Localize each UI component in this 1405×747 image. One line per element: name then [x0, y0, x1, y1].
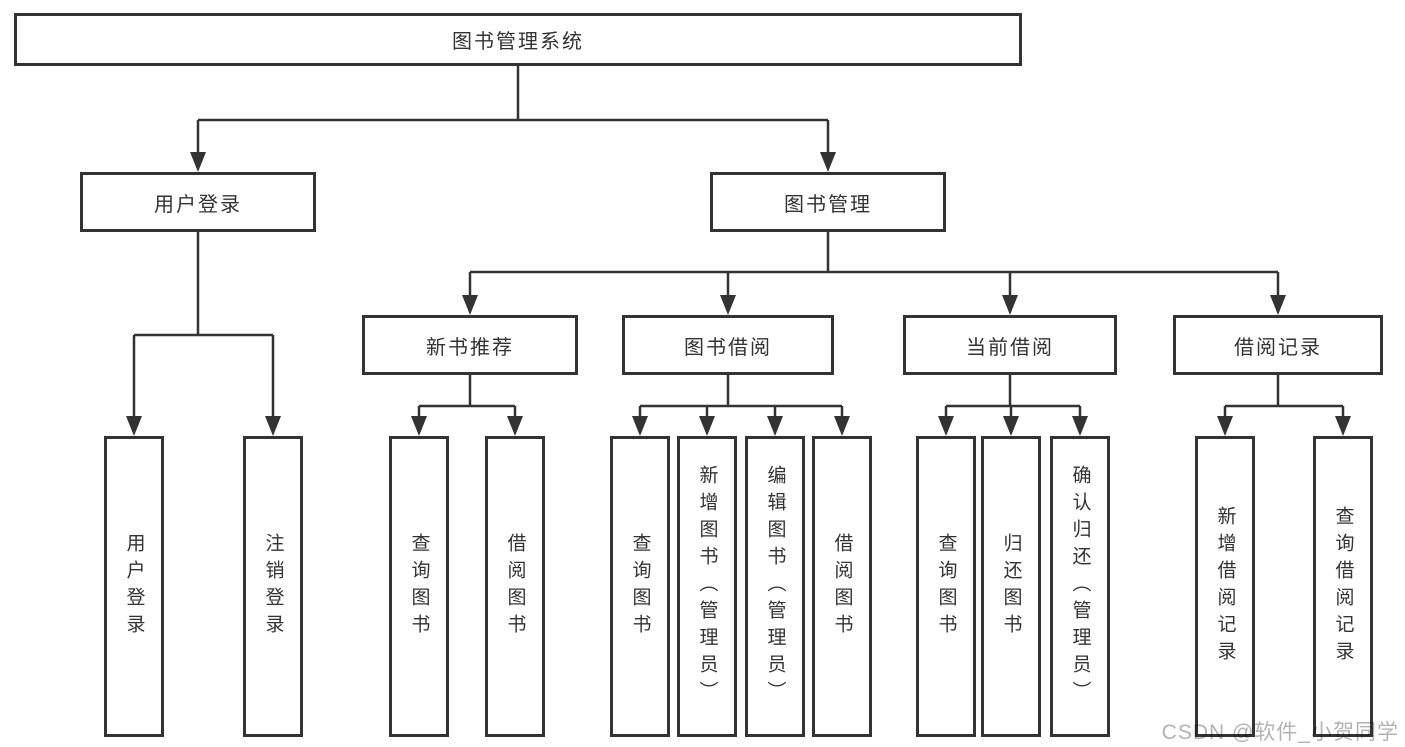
- node-current-borrowing: 当前借阅: [903, 315, 1117, 375]
- node-label: 用户登录: [154, 193, 242, 216]
- leaf-logout: 注销登录: [243, 436, 303, 737]
- node-label: 新增图书（管理员）: [696, 465, 718, 708]
- node-label: 查询借阅记录: [1332, 505, 1354, 668]
- edges-user-login: [126, 232, 281, 436]
- leaf-confirm-return-admin: 确认归还（管理员）: [1050, 436, 1110, 737]
- node-label: 图书管理: [784, 193, 872, 216]
- node-label: 图书借阅: [684, 336, 772, 359]
- node-label: 用户登录: [123, 532, 145, 641]
- node-system-root: 图书管理系统: [14, 13, 1022, 66]
- leaf-borrow-books: 借阅图书: [812, 436, 872, 737]
- edges-book-borrowing: [632, 375, 850, 436]
- node-label: 归还图书: [1000, 532, 1022, 641]
- node-user-login: 用户登录: [80, 172, 316, 232]
- edges-root: [190, 66, 836, 172]
- leaf-query-books-borrowing: 查询图书: [610, 436, 670, 737]
- leaf-query-books-current: 查询图书: [916, 436, 976, 737]
- node-label: 借阅图书: [504, 532, 526, 641]
- leaf-return-books: 归还图书: [981, 436, 1041, 737]
- leaf-query-borrow-record: 查询借阅记录: [1313, 436, 1373, 737]
- node-book-borrowing: 图书借阅: [622, 315, 834, 375]
- node-label: 编辑图书（管理员）: [764, 465, 786, 708]
- csdn-watermark: CSDN @软件_小贺同学: [1161, 721, 1399, 744]
- node-label: 图书管理系统: [452, 31, 584, 53]
- node-label: 注销登录: [262, 532, 284, 641]
- node-borrow-records: 借阅记录: [1173, 315, 1383, 375]
- edges-book-management: [462, 232, 1286, 315]
- node-new-book-recommend: 新书推荐: [362, 315, 578, 375]
- node-label: 借阅图书: [831, 532, 853, 641]
- node-label: 查询图书: [629, 532, 651, 641]
- node-label: 查询图书: [408, 532, 430, 641]
- node-label: 当前借阅: [966, 336, 1054, 359]
- node-label: 确认归还（管理员）: [1069, 465, 1091, 708]
- leaf-borrow-books-recommend: 借阅图书: [485, 436, 545, 737]
- leaf-add-borrow-record: 新增借阅记录: [1195, 436, 1255, 737]
- node-label: 借阅记录: [1234, 336, 1322, 359]
- leaf-user-login: 用户登录: [104, 436, 164, 737]
- node-label: 查询图书: [935, 532, 957, 641]
- edges-new-book-recommend: [411, 375, 523, 436]
- node-label: 新书推荐: [426, 336, 514, 359]
- edges-current-borrowing: [938, 375, 1088, 436]
- edges-borrow-records: [1217, 375, 1351, 436]
- leaf-edit-books-admin: 编辑图书（管理员）: [745, 436, 805, 737]
- leaf-add-books-admin: 新增图书（管理员）: [677, 436, 737, 737]
- node-label: 新增借阅记录: [1214, 505, 1236, 668]
- leaf-query-books-recommend: 查询图书: [389, 436, 449, 737]
- node-book-management: 图书管理: [710, 172, 946, 232]
